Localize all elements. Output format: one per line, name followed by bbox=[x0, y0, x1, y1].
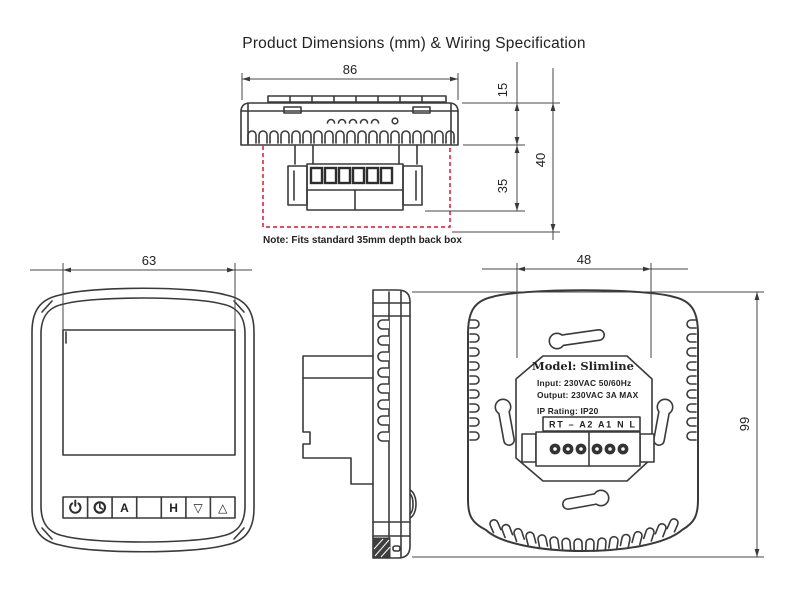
button-cells bbox=[62, 496, 236, 519]
dim-86: 86 bbox=[241, 62, 459, 100]
terminal-labels: RT – A2 A1 N L bbox=[549, 420, 636, 430]
dim-48-label: 48 bbox=[577, 252, 591, 267]
dim-63: 63 bbox=[30, 253, 252, 330]
clip-slot-left bbox=[283, 106, 302, 114]
input-spec: Input: 230VAC 50/60Hz bbox=[537, 378, 631, 388]
keyhole-right bbox=[653, 398, 674, 446]
terminal-screws bbox=[549, 443, 629, 455]
terminal-grip bbox=[372, 537, 391, 558]
page-title: Product Dimensions (mm) & Wiring Specifi… bbox=[242, 35, 585, 52]
terminal-block bbox=[521, 431, 655, 467]
ip-rating-spec: IP Rating: IP20 bbox=[537, 406, 599, 416]
screw-detail bbox=[392, 545, 401, 552]
dim-40-label: 40 bbox=[533, 153, 548, 167]
front-body-outer bbox=[31, 287, 255, 553]
dim-99-label: 99 bbox=[737, 417, 752, 431]
keyhole-left bbox=[494, 398, 515, 446]
model-label: Model: Slimline bbox=[532, 359, 634, 373]
dim-99: 99 bbox=[737, 292, 760, 557]
terminal-housing bbox=[287, 144, 423, 211]
display-screen bbox=[62, 329, 236, 456]
back-side-vents-left bbox=[469, 319, 480, 441]
front-view: A H ▽ △ 63 bbox=[30, 253, 255, 553]
mounting-strip bbox=[267, 95, 447, 103]
clock-icon bbox=[93, 501, 107, 514]
dim-63-label: 63 bbox=[142, 253, 156, 268]
contact-bumps bbox=[326, 117, 399, 125]
triangle-down-icon: ▽ bbox=[193, 501, 203, 515]
dim-depths: 15 35 40 bbox=[425, 62, 560, 240]
section-view: Note: Fits standard 35mm depth back box … bbox=[240, 62, 560, 246]
device-body-section bbox=[240, 102, 459, 146]
back-body bbox=[467, 289, 699, 552]
back-box-note: Note: Fits standard 35mm depth back box bbox=[263, 235, 462, 246]
back-view: Model: Slimline Input: 230VAC 50/60Hz Ou… bbox=[412, 252, 764, 558]
auto-button-label: A bbox=[120, 501, 129, 515]
dim-86-label: 86 bbox=[343, 62, 357, 77]
front-body-inner bbox=[40, 297, 246, 543]
power-icon bbox=[69, 499, 82, 514]
terminal-box-profile bbox=[302, 355, 374, 485]
dim-15-label: 15 bbox=[495, 83, 510, 97]
back-side-vents-right bbox=[686, 319, 697, 441]
output-spec: Output: 230VAC 3A MAX bbox=[537, 390, 639, 400]
button-row: A H ▽ △ bbox=[62, 496, 236, 519]
terminal-label-box bbox=[542, 416, 641, 432]
clip-slot-right bbox=[412, 106, 431, 114]
back-bottom-vents bbox=[487, 516, 681, 552]
side-view bbox=[302, 289, 417, 559]
back-box-outline bbox=[262, 139, 451, 228]
terminal-openings bbox=[309, 166, 394, 185]
mounting-strip-segments bbox=[289, 95, 423, 103]
hold-button-label: H bbox=[169, 501, 178, 515]
dim-35-label: 35 bbox=[495, 179, 510, 193]
dim-48: 48 bbox=[482, 252, 688, 358]
keyhole-bottom bbox=[562, 489, 610, 510]
sensor-bump bbox=[409, 489, 417, 519]
keyhole-top bbox=[548, 329, 605, 350]
corner-marks bbox=[41, 300, 245, 540]
triangle-up-icon: △ bbox=[218, 501, 228, 515]
